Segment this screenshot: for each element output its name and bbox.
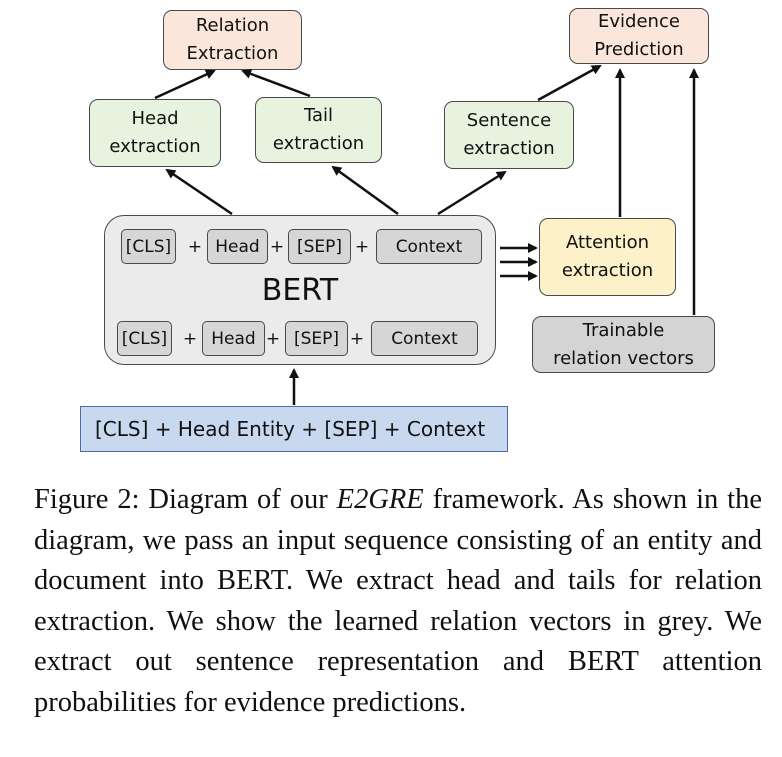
sentence-extraction-line2: extraction (463, 138, 555, 159)
bert-row1-sep-token: [SEP] (288, 229, 351, 264)
bert-row1-head-token: Head (207, 229, 268, 264)
evidence-prediction-line2: Prediction (594, 39, 684, 60)
head-extraction-line2: extraction (109, 136, 201, 157)
attention-extraction-box: Attention extraction (539, 218, 676, 296)
bert-row2-context-token: Context (371, 321, 478, 356)
tail-extraction-line2: extraction (272, 133, 365, 154)
bert-row1-plus-2: + (269, 237, 285, 257)
arrow-bert-to-tail (331, 165, 399, 216)
relation-extraction-line1: Relation (195, 15, 270, 36)
relation-extraction-line2: Extraction (186, 43, 279, 64)
bert-row1-plus-3: + (354, 237, 370, 257)
input-sequence-box: [CLS] + Head Entity + [SEP] + Context (80, 406, 508, 452)
bert-row2-head-token: Head (202, 321, 265, 356)
head-extraction-box: Head extraction (89, 99, 221, 167)
arrow-tail-to-relation (241, 69, 311, 98)
bert-row1-plus-1: + (187, 237, 203, 257)
arrow-bert-to-head (165, 168, 233, 216)
bert-row1-context-token: Context (376, 229, 482, 264)
tail-extraction-line1: Tail (303, 105, 334, 126)
bert-row2-cls-token: [CLS] (117, 321, 172, 356)
arrow-connectors (154, 64, 699, 405)
caption-model-name: E2GRE (336, 484, 424, 515)
caption-body: framework. As shown in the diagram, we p… (34, 484, 762, 718)
bert-row2-plus-3: + (349, 329, 365, 349)
arrow-sentence-to-evidence (537, 64, 602, 102)
bert-label: BERT (261, 273, 339, 308)
attention-extraction-line2: extraction (561, 260, 654, 281)
figure-caption: Figure 2: Diagram of our E2GRE framework… (34, 480, 762, 723)
sentence-extraction-box: Sentence extraction (444, 101, 574, 169)
bert-row2-plus-1: + (182, 329, 198, 349)
bert-row1-cls-token: [CLS] (121, 229, 176, 264)
bert-row2-sep-token: [SEP] (285, 321, 348, 356)
arrow-head-to-relation (154, 69, 216, 100)
trainable-relation-vectors-box: Trainable relation vectors (532, 316, 715, 373)
trainable-relation-vectors-line1: Trainable (582, 319, 665, 341)
trainable-relation-vectors-line2: relation vectors (553, 347, 694, 369)
head-extraction-line1: Head (131, 108, 179, 129)
attention-extraction-line1: Attention (565, 232, 650, 253)
arrow-bert-to-sentence (437, 170, 507, 216)
evidence-prediction-line1: Evidence (598, 11, 680, 32)
tail-extraction-box: Tail extraction (255, 97, 382, 163)
bert-row2-plus-2: + (265, 329, 281, 349)
sentence-extraction-line1: Sentence (466, 110, 552, 131)
caption-prefix: Figure 2: Diagram of our (34, 484, 337, 515)
